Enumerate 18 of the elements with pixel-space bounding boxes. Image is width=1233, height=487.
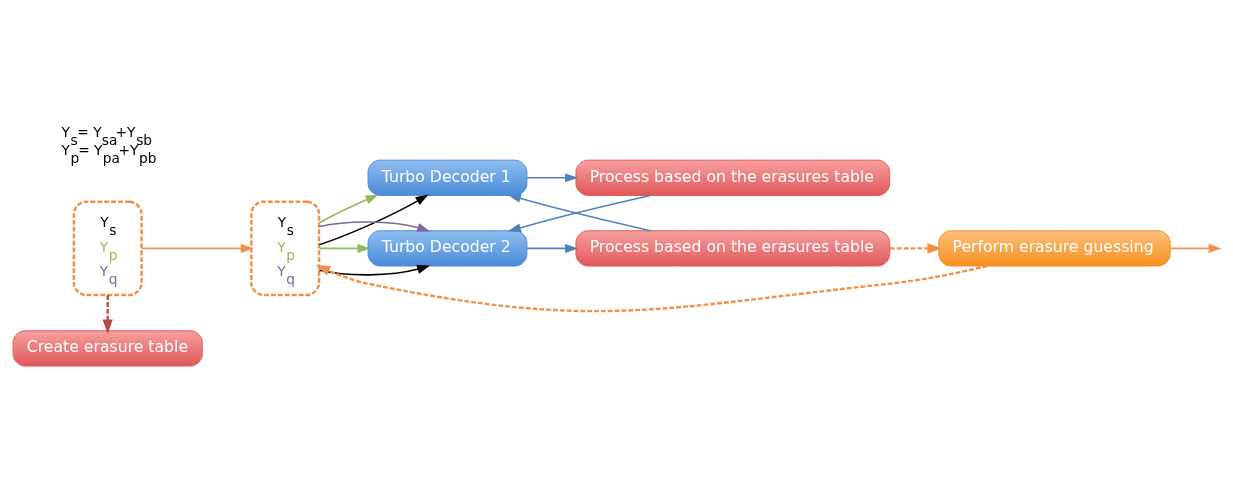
- node-box: Create erasure table: [12, 330, 203, 367]
- arrow: [140, 243, 254, 253]
- node-box: Turbo Decoder 2: [367, 230, 528, 267]
- arrow: [318, 194, 429, 246]
- arrow: [526, 243, 579, 253]
- arrow: [1169, 243, 1222, 253]
- node-box: Process based on the erasures table: [575, 159, 891, 196]
- arrow: [315, 264, 988, 313]
- node-box: Turbo Decoder 1: [367, 159, 528, 196]
- arrow: [318, 194, 379, 224]
- arrow: [102, 295, 113, 334]
- arrow: [526, 173, 579, 183]
- arrow: [318, 221, 431, 232]
- arrow: [318, 265, 431, 276]
- node-box: Process based on the erasures table: [575, 230, 891, 267]
- node-box: Perform erasure guessing: [938, 230, 1171, 267]
- arrow: [318, 243, 371, 253]
- arrow: [889, 243, 942, 254]
